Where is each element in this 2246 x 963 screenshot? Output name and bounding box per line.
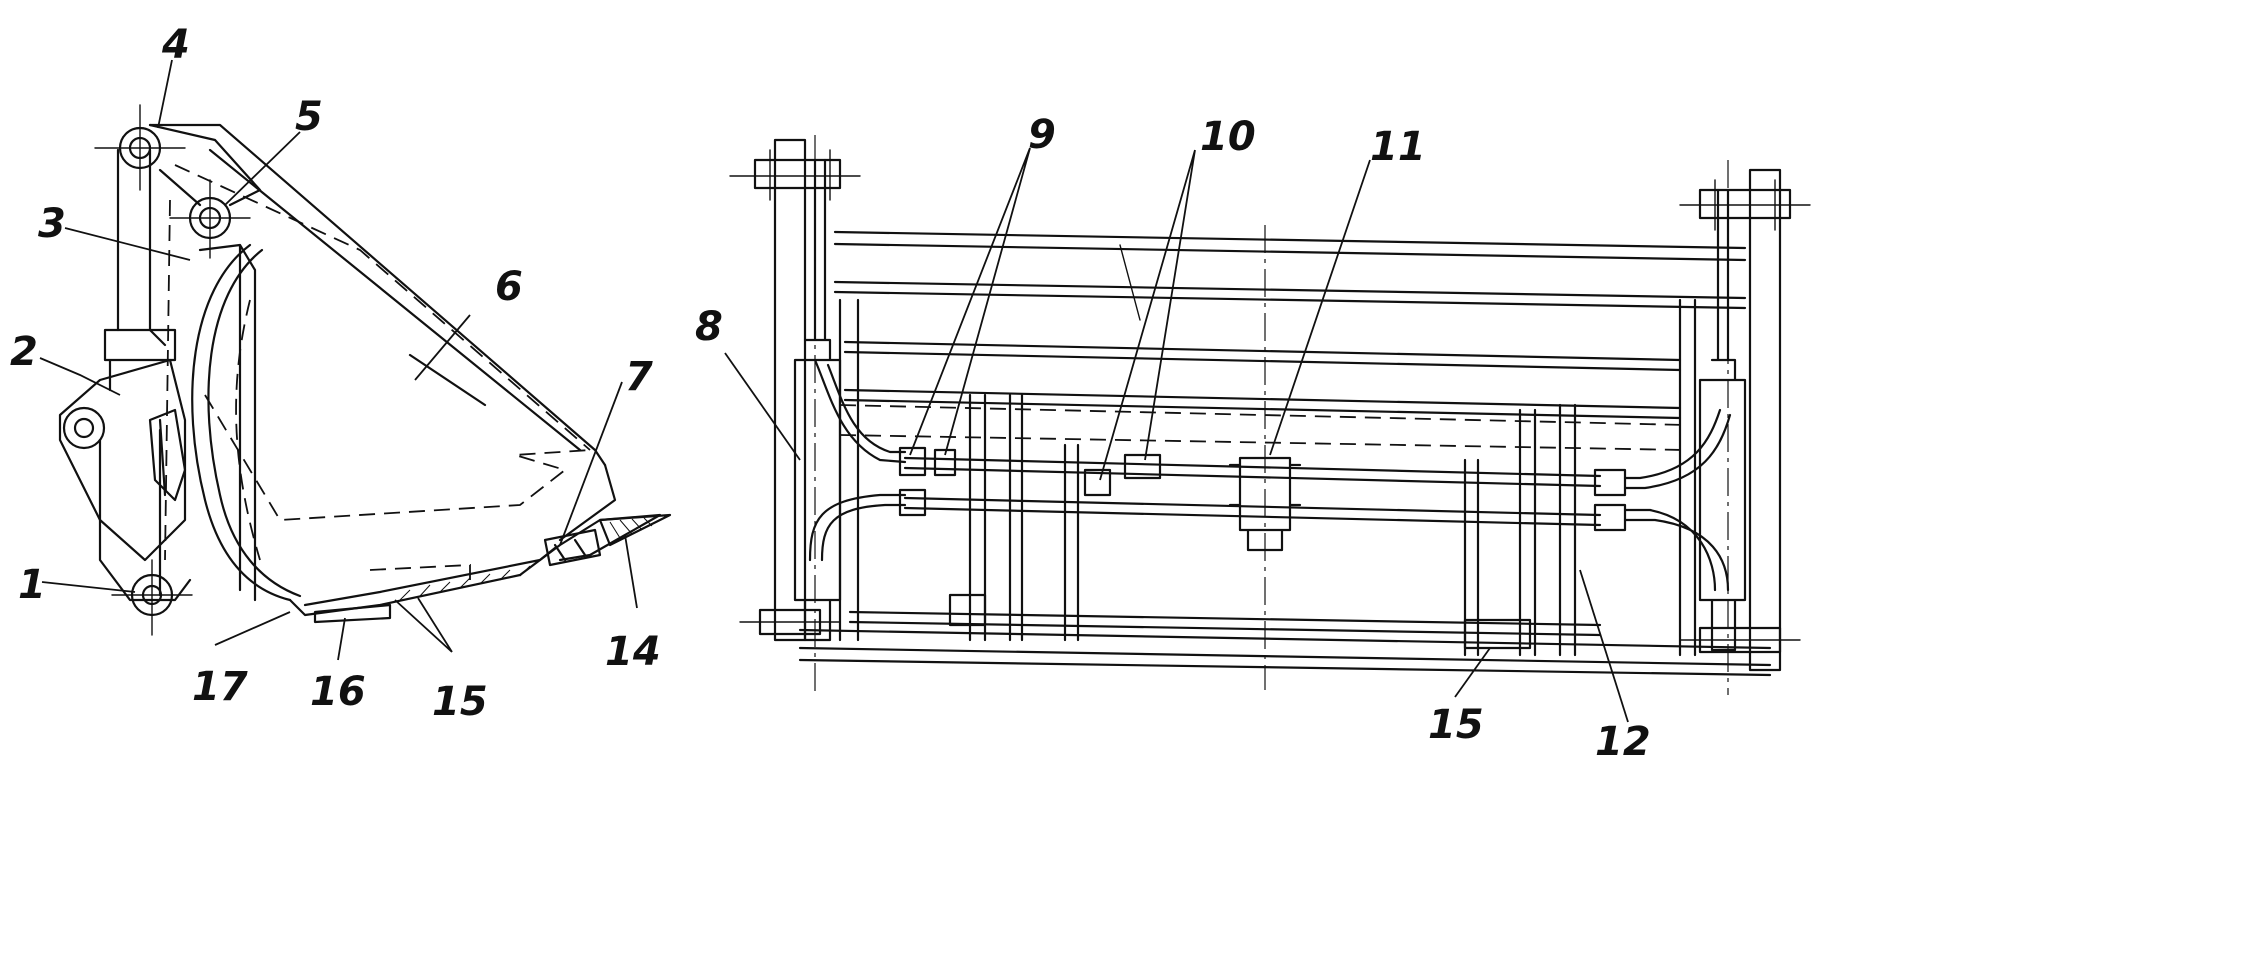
side-cylinder xyxy=(103,328,177,392)
front-outer-frame xyxy=(773,138,1782,672)
label-17: 17 xyxy=(192,664,248,710)
label-12: 12 xyxy=(1595,719,1651,765)
bottom-left-pin xyxy=(739,608,841,636)
top-left-pin xyxy=(729,149,861,201)
label-1: 1 xyxy=(18,562,46,608)
top-beams xyxy=(833,230,1747,310)
label-15-front: 15 xyxy=(1428,702,1484,748)
left-cylinder-8 xyxy=(793,158,842,642)
label-3: 3 xyxy=(38,201,66,247)
label-7: 7 xyxy=(625,354,653,400)
label-2: 2 xyxy=(10,329,38,375)
side-frame xyxy=(98,428,192,602)
left-hoses xyxy=(808,358,907,562)
label-5: 5 xyxy=(295,94,323,140)
connectors-9 xyxy=(898,446,957,517)
right-cylinder xyxy=(1698,188,1747,652)
lower-rod-bar xyxy=(848,610,1602,637)
middle-beams xyxy=(843,340,1682,420)
label-15-side: 15 xyxy=(432,679,488,725)
label-16: 16 xyxy=(310,669,366,715)
tooth-14 xyxy=(598,513,672,547)
top-right-pin xyxy=(1679,179,1811,231)
skid-16 xyxy=(313,603,392,624)
label-11: 11 xyxy=(1370,124,1426,170)
bucket-top-plate xyxy=(148,123,607,467)
clamps-10 xyxy=(1083,453,1162,497)
bottom-right-pin xyxy=(1679,626,1801,654)
leader-lines xyxy=(39,59,1629,723)
boom-arm xyxy=(116,148,167,347)
label-8: 8 xyxy=(695,304,723,350)
bucket-side-view xyxy=(58,104,672,636)
pivot-2 xyxy=(62,406,106,450)
label-10: 10 xyxy=(1200,114,1256,160)
bottom-beams xyxy=(798,628,1772,677)
upper-link xyxy=(148,123,262,207)
hidden-contour-6 xyxy=(174,164,591,521)
inner-plate-3 xyxy=(198,243,257,602)
label-14: 14 xyxy=(605,629,661,675)
hydraulic-lines xyxy=(903,456,1602,527)
wear-plates-15 xyxy=(399,565,531,601)
part-labels: 1 2 3 4 5 6 7 8 9 10 11 12 14 15 15 16 1… xyxy=(10,22,1651,765)
label-6: 6 xyxy=(495,264,523,310)
bucket-back-wall xyxy=(191,243,292,602)
bucket-front-view xyxy=(729,135,1811,695)
fittings-12 xyxy=(1593,468,1627,532)
label-4: 4 xyxy=(161,22,190,68)
bracket-plate-2 xyxy=(58,358,187,562)
label-9: 9 xyxy=(1028,112,1056,158)
right-hoses xyxy=(1623,408,1732,592)
bracket-7 xyxy=(543,528,602,567)
